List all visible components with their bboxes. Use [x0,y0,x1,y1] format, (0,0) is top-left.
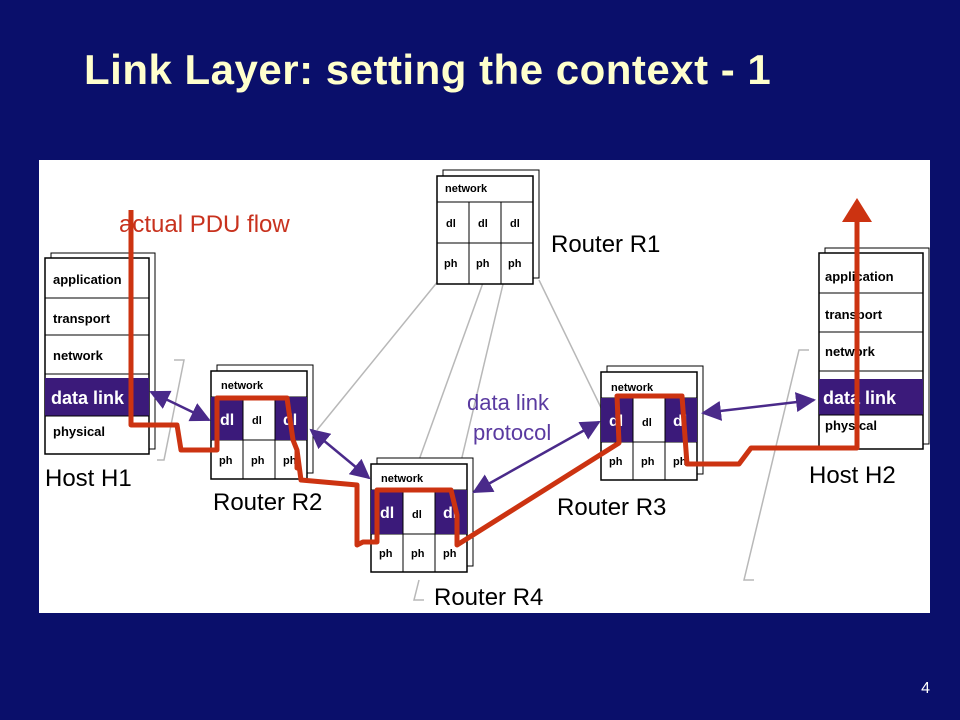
r3-network-label: network [611,382,654,394]
r4-ph-label-3: ph [443,548,457,560]
r4-ph-label-1: ph [379,548,393,560]
slide-title: Link Layer: setting the context - 1 [84,46,772,93]
r3-ph-label-2: ph [641,456,655,468]
router-r3: network dl dl dl ph ph ph Router R3 [557,365,704,521]
r1-dl-label-3: dl [510,218,520,230]
router-r4-name: Router R4 [434,584,543,611]
r3-ph-label-3: ph [673,456,687,468]
r2-dl-label-1: dl [220,412,234,429]
r4-dl-label-2: dl [412,509,422,521]
router-r1-name: Router R1 [551,231,660,258]
host-h2-name: Host H2 [809,462,896,489]
pdu-flow [128,198,872,548]
router-r3-name: Router R3 [557,494,666,521]
router-r2: network dl dl dl ph ph ph Router R2 [210,364,322,516]
r2-ph-label-2: ph [251,455,265,467]
r1-ph-label-3: ph [508,258,522,270]
h1-data-link-label: data link [51,388,125,408]
diagram-canvas: network dl dl dl ph ph ph Router R1 appl… [44,169,930,611]
r4-ph-label-2: ph [411,548,425,560]
protocol-label-line2: protocol [473,420,551,445]
r1-network-label: network [445,183,488,195]
h1-transport-label: transport [53,311,111,326]
h2-physical-label: physical [825,418,877,433]
router-r2-name: Router R2 [213,489,322,516]
h1-application-label: application [53,272,122,287]
r1-ph-label-1: ph [444,258,458,270]
h1-physical-label: physical [53,424,105,439]
h2-transport-label: transport [825,307,883,322]
r1-ph-label-2: ph [476,258,490,270]
r2-dl-label-2: dl [252,415,262,427]
r1-dl-label-1: dl [446,218,456,230]
r2-ph-label-3: ph [283,455,297,467]
r4-dl-label-1: dl [380,505,394,522]
h1-network-label: network [53,348,104,363]
page-number: 4 [921,680,930,697]
protocol-arrows [149,390,816,494]
host-h2: application transport network data link … [809,247,930,489]
h2-network-label: network [825,344,876,359]
pdu-flow-label: actual PDU flow [119,211,290,238]
r1-dl-label-2: dl [478,218,488,230]
r2-ph-label-1: ph [219,455,233,467]
host-h1-name: Host H1 [45,465,132,492]
r2-network-label: network [221,380,264,392]
network-diagram: network dl dl dl ph ph ph Router R1 appl… [39,160,930,613]
r3-dl-label-2: dl [642,417,652,429]
h2-data-link-label: data link [823,388,897,408]
router-r1: network dl dl dl ph ph ph Router R1 [436,169,660,285]
r3-ph-label-1: ph [609,456,623,468]
host-h1: application transport network data link … [44,252,156,492]
protocol-label-line1: data link [467,390,550,415]
r4-network-label: network [381,473,424,485]
